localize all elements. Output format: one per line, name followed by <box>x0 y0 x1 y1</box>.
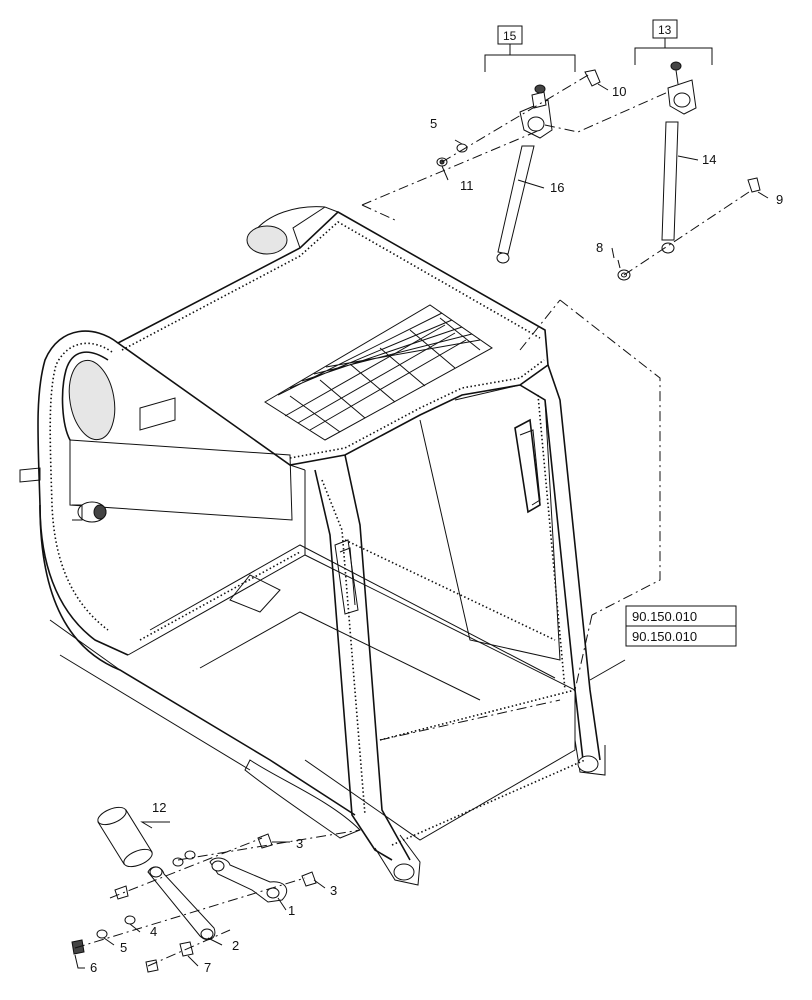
center-lines <box>74 73 753 967</box>
callout-1: 1 <box>288 903 295 918</box>
latch-knob <box>72 501 107 523</box>
callout-12: 12 <box>152 800 166 815</box>
callout-6: 6 <box>90 960 97 975</box>
link-bracket-1 <box>209 857 288 903</box>
reference-label-upper: 90.150.010 <box>632 609 697 624</box>
bolt-3-lower <box>301 871 317 887</box>
sleeve-12 <box>97 806 153 868</box>
group-box-13: 13 <box>634 19 713 65</box>
rear-foot <box>574 739 606 776</box>
gas-strut-16 <box>496 84 553 264</box>
washer <box>184 850 196 860</box>
callout-numbers: 1 2 3 3 4 5 5 6 7 8 9 10 11 12 14 16 <box>90 84 783 975</box>
reference-boxes: 90.150.010 90.150.010 <box>625 605 737 647</box>
callout-4: 4 <box>150 924 157 939</box>
front-foot <box>374 834 421 886</box>
callout-7: 7 <box>204 960 211 975</box>
callout-8: 8 <box>596 240 603 255</box>
link-bar-2 <box>147 866 216 941</box>
gas-strut-14 <box>661 61 697 254</box>
reference-label-lower: 90.150.010 <box>632 629 697 644</box>
callout-2: 2 <box>232 938 239 953</box>
callout-10: 10 <box>612 84 626 99</box>
callout-9: 9 <box>776 192 783 207</box>
leader-lines <box>74 83 769 969</box>
group-box-15: 15 <box>484 25 576 72</box>
callout-5-bottom: 5 <box>120 940 127 955</box>
callout-11: 11 <box>460 178 474 193</box>
bolt <box>114 885 129 900</box>
bolt-9 <box>747 177 761 193</box>
callout-5-top: 5 <box>430 116 437 131</box>
nut <box>145 959 159 973</box>
cab-frame <box>19 206 606 886</box>
callout-14: 14 <box>702 152 716 167</box>
group-box-label: 13 <box>658 23 672 37</box>
washer-5-bottom <box>96 929 108 939</box>
callout-3-lower: 3 <box>330 883 337 898</box>
group-box-label: 15 <box>503 29 517 43</box>
washer-4 <box>124 915 136 925</box>
door-linkage <box>71 806 317 973</box>
callout-16: 16 <box>550 180 564 195</box>
bolt-10 <box>584 69 601 87</box>
callout-3-upper: 3 <box>296 836 303 851</box>
roof-vent-grille <box>264 304 493 441</box>
